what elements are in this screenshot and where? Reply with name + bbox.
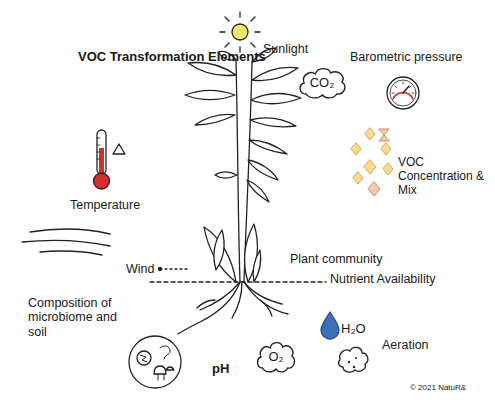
copyright-note: © 2021 NatuR& bbox=[410, 383, 466, 392]
wind-label: Wind bbox=[126, 262, 154, 276]
water-drop bbox=[321, 312, 339, 339]
nutrient-label: Nutrient Availability bbox=[330, 272, 435, 286]
microbiome-label: Composition of microbiome and soil bbox=[28, 296, 128, 339]
barometer-gauge bbox=[387, 77, 419, 109]
temperature-label: Temperature bbox=[70, 198, 140, 212]
pressure-label: Barometric pressure bbox=[350, 50, 463, 64]
plant-community-label: Plant community bbox=[290, 252, 382, 266]
cloud-text: CO₂ bbox=[310, 75, 335, 90]
voc-label: VOC Concentration & Mix bbox=[398, 156, 490, 197]
aeration-blob bbox=[339, 347, 368, 372]
water-label: H₂O bbox=[341, 322, 366, 337]
roots bbox=[178, 282, 288, 334]
thermometer bbox=[94, 130, 126, 189]
voc-symbols bbox=[351, 128, 393, 196]
plant bbox=[185, 48, 301, 282]
cloud-text: O₂ bbox=[268, 349, 283, 364]
ph-label: pH bbox=[212, 362, 229, 377]
microbiome-circle bbox=[129, 336, 181, 388]
diagram-title: VOC Transformation Elements bbox=[78, 50, 266, 65]
cloud-node: O₂ bbox=[255, 339, 297, 374]
ground-line bbox=[150, 281, 326, 282]
wind-lines bbox=[22, 229, 190, 270]
sun bbox=[220, 12, 260, 52]
aeration-label: Aeration bbox=[382, 338, 429, 352]
sunlight-label: Sunlight bbox=[263, 42, 308, 56]
cloud-node: CO₂ bbox=[297, 65, 348, 100]
